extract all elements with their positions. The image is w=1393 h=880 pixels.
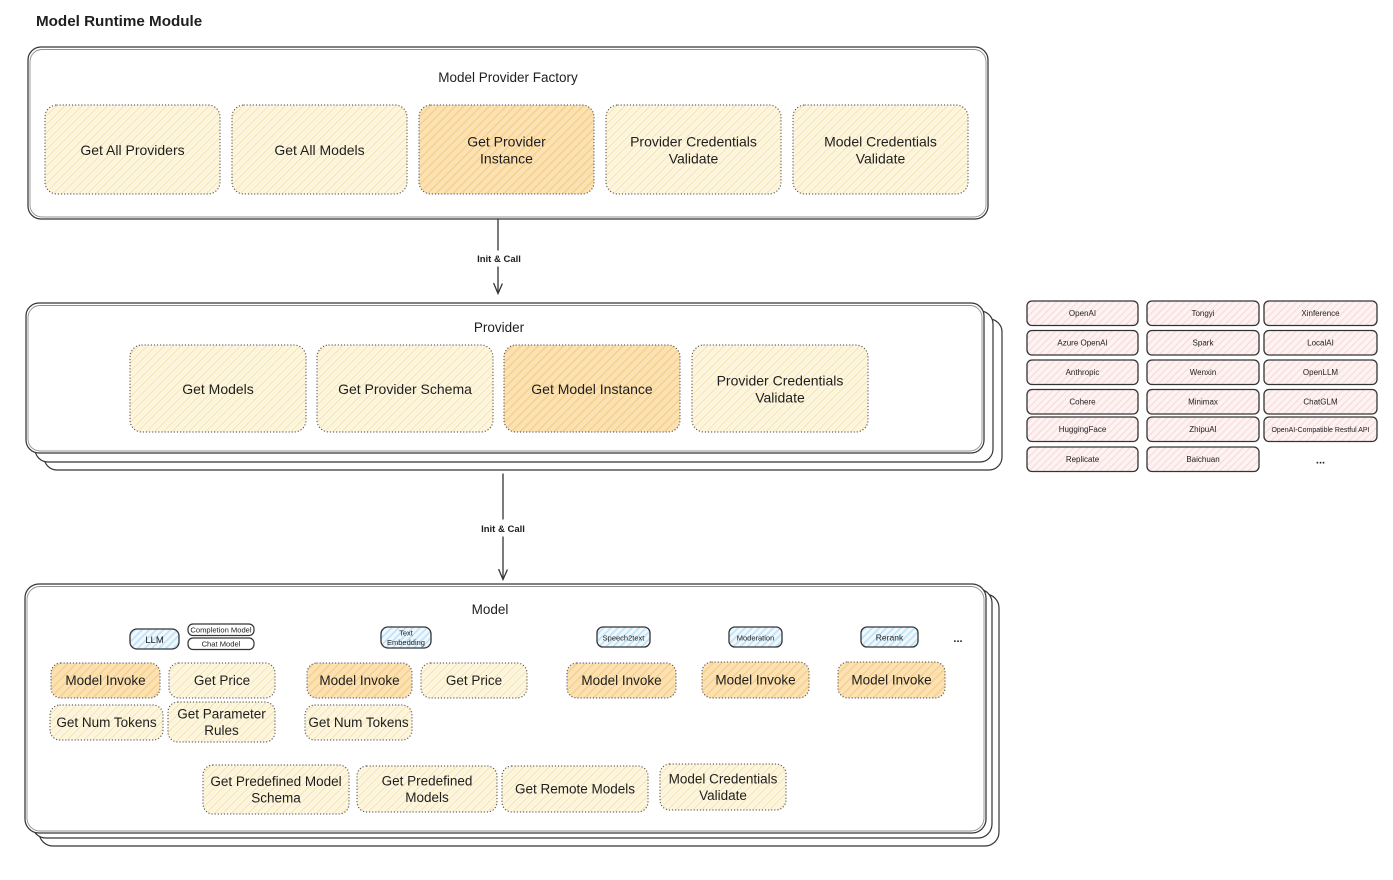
svg-text:Model Runtime Module: Model Runtime Module: [36, 13, 202, 30]
svg-text:Tongyi: Tongyi: [1191, 309, 1214, 318]
svg-text:Provider Credentials: Provider Credentials: [717, 372, 844, 388]
svg-text:Embedding: Embedding: [387, 638, 425, 647]
svg-text:Model Credentials: Model Credentials: [669, 772, 778, 787]
svg-text:Instance: Instance: [480, 150, 533, 166]
svg-text:Completion Model: Completion Model: [190, 626, 252, 635]
svg-text:Validate: Validate: [699, 788, 747, 803]
svg-text:Get Predefined: Get Predefined: [382, 774, 473, 789]
svg-text:Model Invoke: Model Invoke: [65, 673, 145, 688]
svg-text:Anthropic: Anthropic: [1066, 368, 1100, 377]
svg-text:Text: Text: [399, 629, 414, 638]
svg-text:Minimax: Minimax: [1188, 398, 1218, 407]
svg-text:LocalAI: LocalAI: [1307, 339, 1334, 348]
svg-text:Baichuan: Baichuan: [1186, 455, 1219, 464]
svg-text:Chat Model: Chat Model: [202, 640, 241, 649]
svg-text:OpenAI-Compatible Restful API: OpenAI-Compatible Restful API: [1271, 427, 1369, 434]
svg-text:Get Predefined Model: Get Predefined Model: [210, 774, 341, 789]
svg-text:Wenxin: Wenxin: [1190, 368, 1217, 377]
svg-text:Get Models: Get Models: [182, 381, 254, 397]
svg-text:ZhipuAI: ZhipuAI: [1189, 425, 1217, 434]
svg-text:Model Invoke: Model Invoke: [319, 673, 399, 688]
svg-text:Models: Models: [405, 790, 449, 805]
svg-text:Model Invoke: Model Invoke: [581, 673, 661, 688]
svg-text:Rerank: Rerank: [876, 633, 904, 643]
svg-text:Model: Model: [472, 602, 509, 617]
svg-text:Get All Models: Get All Models: [274, 142, 364, 158]
svg-text:Get All Providers: Get All Providers: [80, 142, 184, 158]
svg-text:Init & Call: Init & Call: [481, 524, 525, 535]
svg-text:...: ...: [953, 633, 962, 645]
svg-text:Get Price: Get Price: [194, 673, 250, 688]
svg-text:Xinference: Xinference: [1301, 309, 1340, 318]
svg-text:Provider: Provider: [474, 320, 525, 335]
svg-text:Init & Call: Init & Call: [477, 254, 521, 265]
svg-text:Get Num Tokens: Get Num Tokens: [308, 715, 409, 730]
svg-text:Validate: Validate: [755, 389, 805, 405]
svg-text:Get Num Tokens: Get Num Tokens: [56, 715, 157, 730]
svg-text:...: ...: [1316, 455, 1325, 467]
svg-text:Schema: Schema: [251, 791, 301, 806]
svg-text:Model Provider Factory: Model Provider Factory: [438, 70, 578, 85]
svg-text:Rules: Rules: [204, 723, 239, 738]
svg-text:Validate: Validate: [669, 150, 719, 166]
svg-text:Model Credentials: Model Credentials: [824, 133, 937, 149]
svg-text:Speech2text: Speech2text: [603, 634, 646, 643]
svg-text:Validate: Validate: [856, 150, 906, 166]
svg-text:Provider Credentials: Provider Credentials: [630, 133, 757, 149]
svg-text:Get Parameter: Get Parameter: [177, 707, 266, 722]
svg-text:LLM: LLM: [145, 635, 164, 646]
svg-text:Model Invoke: Model Invoke: [715, 673, 795, 688]
svg-text:OpenAI: OpenAI: [1069, 309, 1096, 318]
svg-text:Cohere: Cohere: [1069, 398, 1096, 407]
svg-text:Get Remote Models: Get Remote Models: [515, 782, 635, 797]
svg-text:Get Provider Schema: Get Provider Schema: [338, 381, 472, 397]
svg-text:Spark: Spark: [1193, 339, 1215, 348]
svg-text:OpenLLM: OpenLLM: [1303, 368, 1338, 377]
svg-text:Get Provider: Get Provider: [467, 133, 546, 149]
svg-text:Get Price: Get Price: [446, 673, 502, 688]
svg-text:Replicate: Replicate: [1066, 455, 1100, 464]
svg-text:Get Model Instance: Get Model Instance: [531, 381, 653, 397]
svg-text:ChatGLM: ChatGLM: [1303, 398, 1338, 407]
svg-text:Moderation: Moderation: [737, 634, 775, 643]
svg-text:HuggingFace: HuggingFace: [1059, 425, 1107, 434]
svg-text:Azure OpenAI: Azure OpenAI: [1057, 339, 1107, 348]
svg-text:Model Invoke: Model Invoke: [851, 673, 931, 688]
